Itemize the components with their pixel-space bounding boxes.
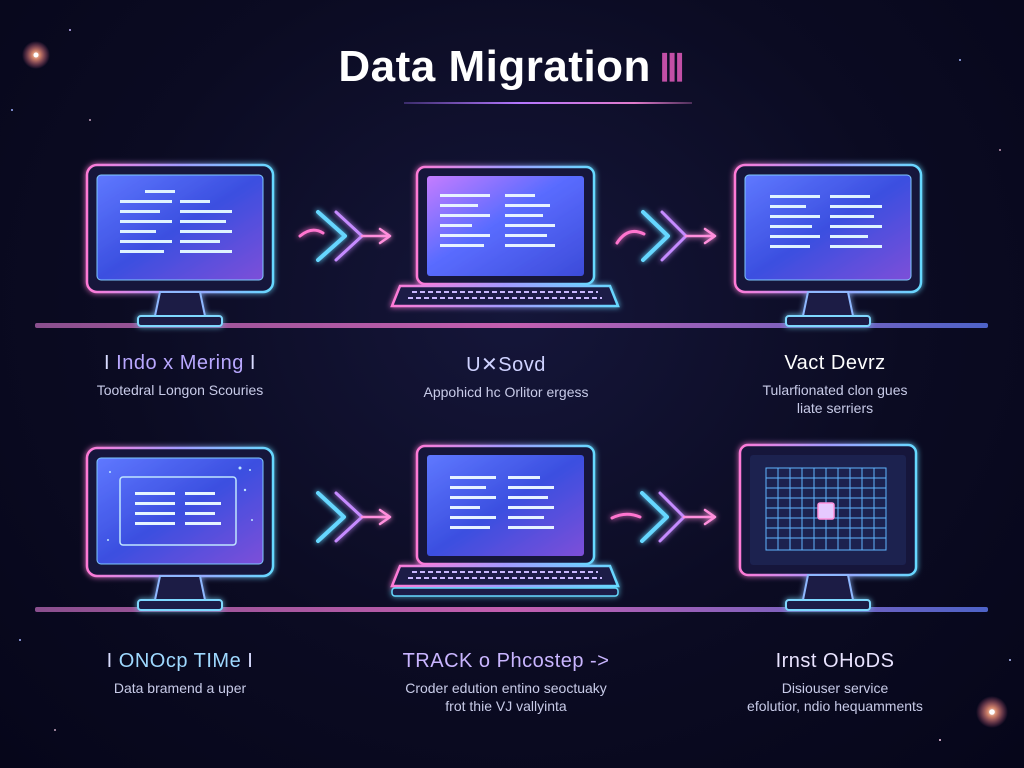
step-title-6-text: Irnst OHoDS [775, 650, 895, 672]
step-label-2: U✕Sovd Appohicd hc Orlitor ergess [372, 352, 640, 401]
title-mark-icon: Ⅲ [658, 48, 686, 90]
step-desc-6-line-1: Disiouser service [781, 680, 889, 696]
device-monitor-6 [738, 443, 918, 611]
device-monitor-1 [85, 163, 275, 327]
step-title-2-text: U✕Sovd [466, 354, 546, 376]
step-title-4: I ONOcp TIMe I [45, 650, 315, 673]
device-laptop-2 [390, 444, 620, 597]
step-desc-5-line-2: frot thie VJ vallyinta [445, 698, 567, 714]
step-desc-5: Croder edution entino seoctuaky frot thi… [366, 679, 646, 715]
step-desc-2-line-1: Appohicd hc Orlitor ergess [423, 384, 589, 400]
step-title-5-text: TRACK o Phcostep -> [402, 650, 610, 672]
title-underline [404, 102, 692, 104]
step-label-1: I Indo x Mering I Tootedral Longon Scour… [45, 352, 315, 399]
step-desc-3-line-2: liate serriers [796, 400, 874, 416]
step-title-4-text: ONOcp TIMe [118, 650, 242, 672]
step-desc-3-line-1: Tularfionated clon gues [762, 382, 908, 398]
arrow-1-2 [298, 210, 392, 262]
row-2-baseline [35, 607, 988, 612]
page-title-text: Data Migration [338, 42, 651, 91]
step-title-2: U✕Sovd [372, 352, 640, 377]
step-title-4-suffix: I [247, 650, 254, 672]
step-desc-2: Appohicd hc Orlitor ergess [372, 383, 640, 401]
device-monitor-3 [733, 163, 923, 327]
step-title-5: TRACK o Phcostep -> [366, 650, 646, 673]
step-title-3: Vact Devrz [700, 352, 970, 375]
step-label-5: TRACK o Phcostep -> Croder edution entin… [366, 650, 646, 715]
step-label-3: Vact Devrz Tularfionated clon gues liate… [700, 352, 970, 417]
arrow-5-6 [610, 491, 717, 543]
step-title-1: I Indo x Mering I [45, 352, 315, 375]
step-title-1-text: Indo x Mering [116, 352, 244, 374]
step-title-1-prefix: I [104, 352, 111, 374]
background-stars [11, 29, 1011, 741]
step-desc-3: Tularfionated clon gues liate serriers [700, 381, 970, 417]
arrow-2-3 [615, 210, 717, 262]
step-desc-1: Tootedral Longon Scouries [45, 381, 315, 399]
arrow-4-5 [316, 491, 392, 543]
step-title-6: Irnst OHoDS [700, 650, 970, 673]
device-laptop-1 [390, 165, 620, 308]
step-title-3-text: Vact Devrz [784, 352, 886, 374]
device-monitor-4 [85, 446, 275, 611]
step-desc-4-line-1: Data bramend a uper [113, 680, 247, 696]
step-desc-1-line-1: Tootedral Longon Scouries [96, 382, 264, 398]
step-desc-4: Data bramend a uper [45, 679, 315, 697]
step-title-4-prefix: I [106, 650, 113, 672]
step-label-6: Irnst OHoDS Disiouser service efolutior,… [700, 650, 970, 715]
step-desc-5-line-1: Croder edution entino seoctuaky [405, 680, 607, 696]
row-1-baseline [35, 323, 988, 328]
step-desc-6: Disiouser service efolutior, ndio hequam… [700, 679, 970, 715]
step-title-1-suffix: I [249, 352, 256, 374]
step-desc-6-line-2: efolutior, ndio hequamments [747, 698, 923, 714]
step-label-4: I ONOcp TIMe I Data bramend a uper [45, 650, 315, 697]
